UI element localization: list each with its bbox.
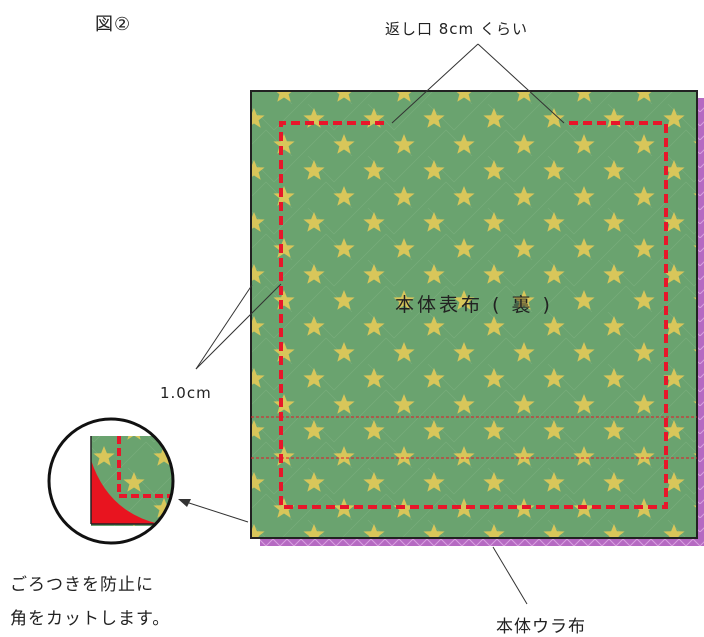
outer-fabric — [250, 90, 698, 539]
seam-margin-label: 1.0cm — [160, 384, 212, 402]
zoom-arrow-line — [185, 501, 249, 523]
figure-label: 図② — [95, 14, 132, 35]
stitch-line — [279, 121, 668, 509]
opening-leader-right — [477, 43, 565, 124]
lining-fabric-label: 本体ウラ布 — [496, 617, 586, 637]
corner-zoom — [49, 419, 173, 543]
opening-label: 返し口 8cm くらい — [385, 20, 528, 38]
zoom-circle-outline — [47, 417, 175, 545]
note-line-1: ごろつきを防止に — [10, 575, 154, 595]
margin-leader-outer — [195, 284, 253, 370]
zoom-arrow-head — [178, 499, 191, 507]
corner-cut-area — [91, 460, 159, 524]
note-line-2: 角をカットします。 — [10, 609, 171, 629]
margin-leader-inner — [195, 283, 282, 370]
lining-leader — [492, 546, 528, 605]
outer-fabric-label: 本体表布 ( 裏 ) — [395, 294, 553, 316]
opening-leader-left — [391, 43, 479, 124]
zoom-stitch-line — [117, 436, 173, 498]
